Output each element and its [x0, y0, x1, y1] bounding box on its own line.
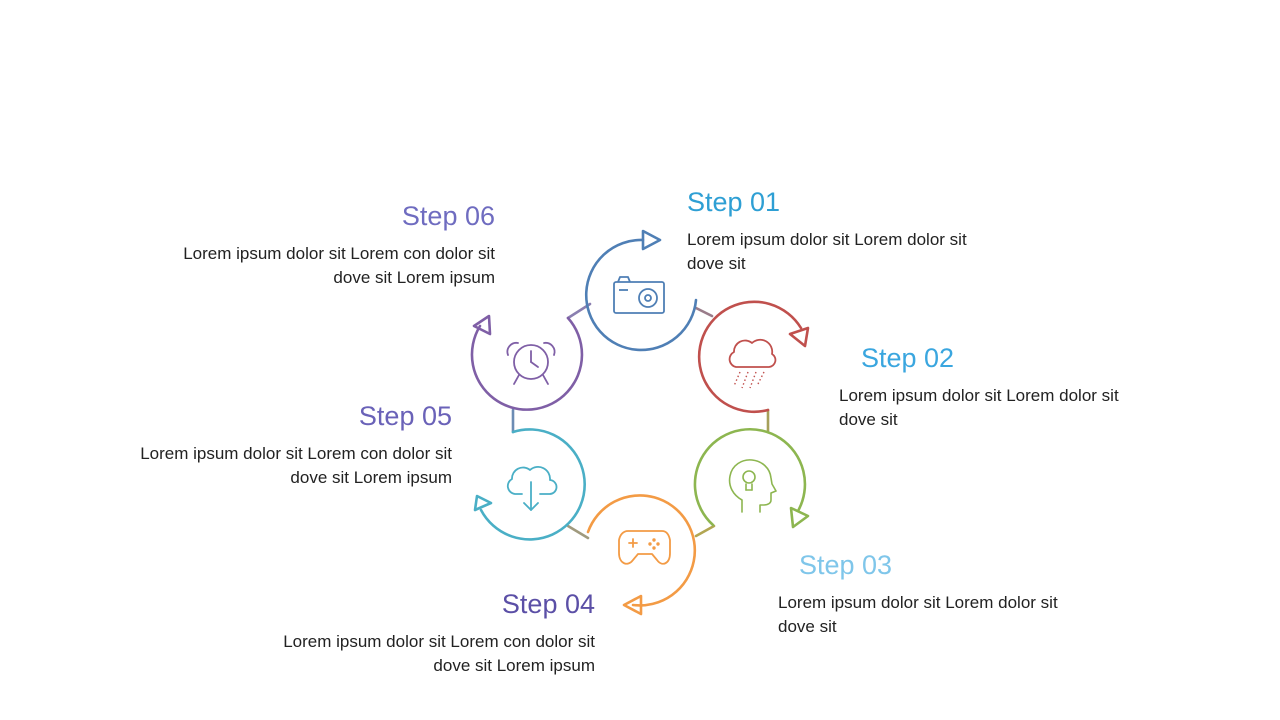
- step-04-text: Lorem ipsum dolor sit Lorem con dolor si…: [283, 632, 595, 675]
- camera-icon: [613, 276, 665, 314]
- step-03-title: Step 03: [799, 550, 893, 580]
- step-06-title: Step 06: [401, 201, 495, 231]
- step-02-text: Lorem ipsum dolor sit Lorem dolor sit do…: [839, 386, 1119, 429]
- alarm-clock-icon: [506, 341, 556, 385]
- connector: [566, 524, 590, 540]
- ring-step-05: [473, 428, 586, 541]
- step-06-block: Step 06 Lorem ipsum dolor sit Lorem con …: [165, 200, 495, 290]
- ring-step-06: [470, 314, 584, 411]
- step-01-title: Step 01: [687, 187, 781, 217]
- step-04-title: Step 04: [501, 589, 595, 619]
- step-05-block: Step 05 Lorem ipsum dolor sit Lorem con …: [122, 400, 452, 490]
- step-01-block: Step 01 Lorem ipsum dolor sit Lorem dolo…: [687, 186, 1017, 276]
- connector: [694, 306, 714, 318]
- head-lightbulb-icon: [728, 459, 777, 513]
- step-05-title: Step 05: [358, 401, 452, 431]
- gamepad-icon: [618, 530, 671, 565]
- step-05-text: Lorem ipsum dolor sit Lorem con dolor si…: [140, 444, 452, 487]
- step-03-text: Lorem ipsum dolor sit Lorem dolor sit do…: [778, 593, 1058, 636]
- step-06-text: Lorem ipsum dolor sit Lorem con dolor si…: [183, 244, 495, 287]
- ring-step-04: [586, 494, 697, 616]
- step-03-block: Step 03 Lorem ipsum dolor sit Lorem dolo…: [778, 549, 1108, 639]
- step-02-title: Step 02: [861, 343, 955, 373]
- step-01-text: Lorem ipsum dolor sit Lorem dolor sit do…: [687, 230, 967, 273]
- connector: [694, 524, 716, 538]
- cloud-rain-icon: [728, 338, 777, 389]
- step-04-block: Step 04 Lorem ipsum dolor sit Lorem con …: [265, 588, 595, 678]
- step-02-block: Step 02 Lorem ipsum dolor sit Lorem dolo…: [839, 342, 1169, 432]
- ring-step-02: [697, 300, 810, 414]
- ring-step-01: [585, 229, 698, 352]
- ring-step-03: [693, 428, 810, 529]
- cloud-download-icon: [506, 466, 558, 511]
